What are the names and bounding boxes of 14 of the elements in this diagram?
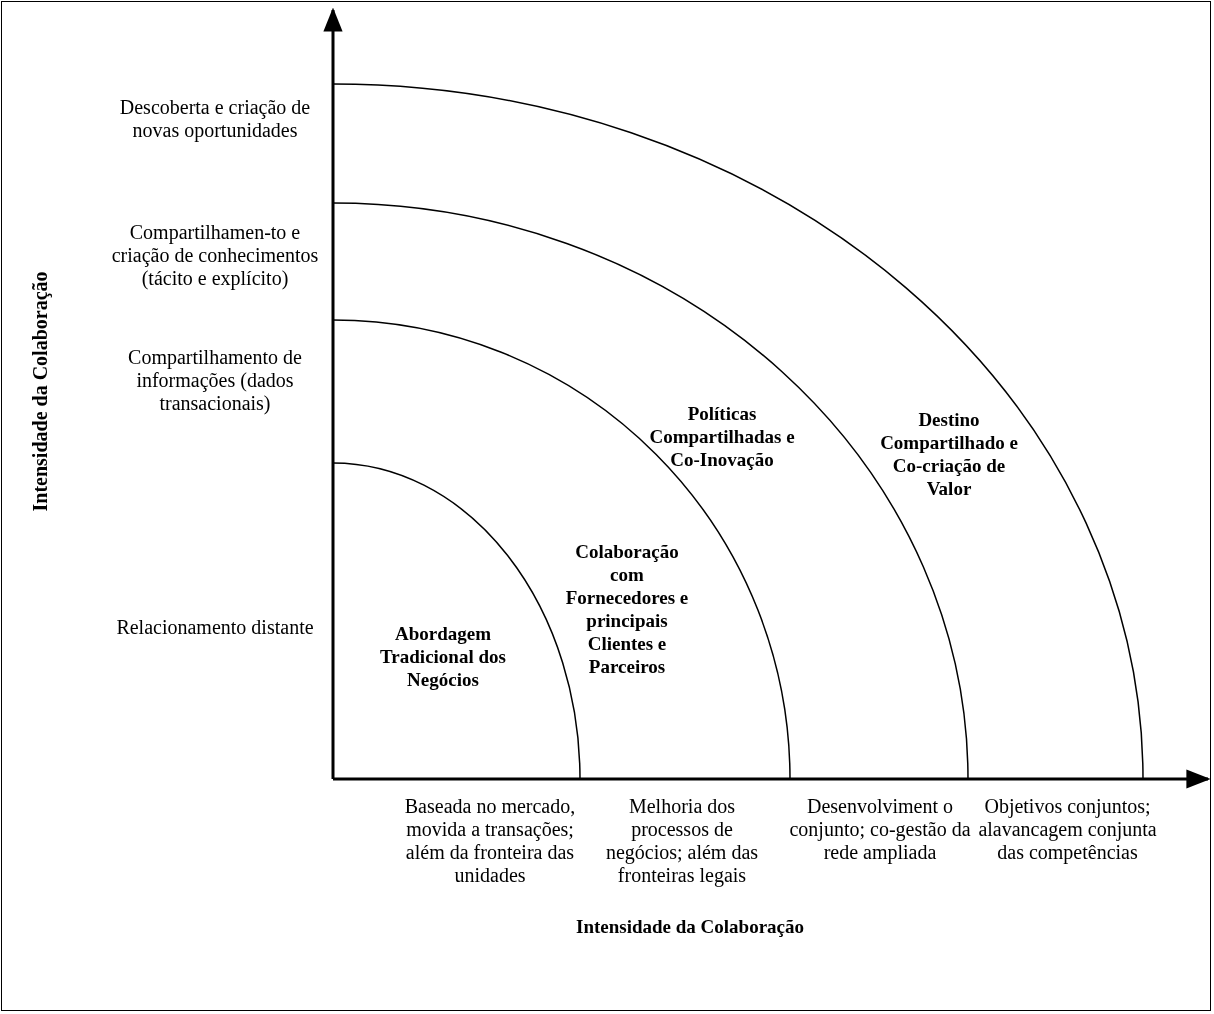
axis-title: Intensidade da Colaboração [28,270,52,514]
level-label: Baseada no mercado, movida a transações; além da fronteira das unidades [403,795,577,887]
axis-title: Intensidade da Colaboração [575,915,805,938]
level-label: Melhoria dos processos de negócios; além das fronteiras legais [604,795,760,887]
region-label: Abordagem Tradicional dos Negócios [379,622,507,691]
level-label: Descoberta e criação de novas oportunidades [118,96,312,142]
level-label: Relacionamento distante [115,616,315,639]
level-label: Compartilhamen-to e criação de conhecimentos (tácito e explícito) [110,221,320,290]
region-label: Políticas Compartilhadas e Co-Inovação [648,402,796,471]
level-label: Compartilhamento de informações (dados transacionais) [127,346,303,415]
region-label: Destino Compartilhado e Co-criação de Valor [879,408,1019,500]
region-label: Colaboração com Fornecedores e principais Clientes e Parceiros [564,540,690,678]
level-label: Desenvolviment o conjunto; co-gestão da rede ampliada [788,795,972,864]
level-label: Objetivos conjuntos; alavancagem conjunta das competências [977,795,1158,864]
